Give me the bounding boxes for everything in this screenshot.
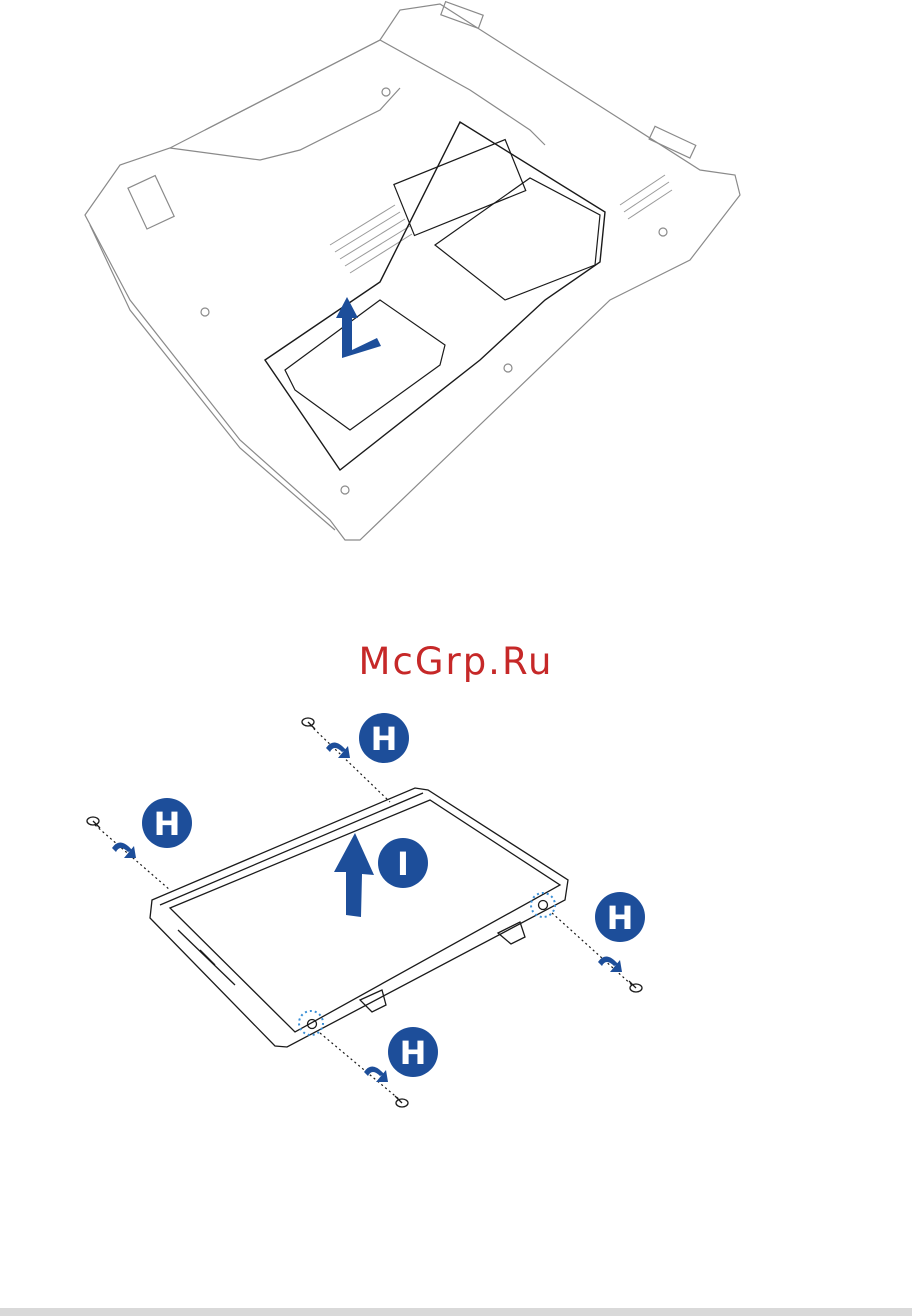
watermark-text: McGrp.Ru: [0, 640, 912, 683]
step-badge-h: H: [142, 798, 192, 848]
laptop-bottom-view: [85, 2, 740, 540]
hdd-caddy-drawing: [150, 788, 568, 1047]
svg-text:H: H: [400, 1034, 427, 1072]
rotate-arrow-icon: [112, 742, 622, 1082]
step-badge-h: H: [359, 713, 409, 763]
svg-text:H: H: [371, 720, 398, 758]
step-badge-h: H: [388, 1027, 438, 1077]
hole-callout: [531, 893, 555, 917]
svg-text:I: I: [397, 845, 409, 883]
step-badge-i: I: [378, 838, 428, 888]
screw-icon: [87, 718, 642, 1107]
svg-text:H: H: [154, 805, 181, 843]
up-arrow-icon: [334, 833, 374, 917]
up-arrow-icon: [336, 297, 381, 358]
footer-bar: [0, 1308, 912, 1316]
step-badge-h: H: [595, 892, 645, 942]
svg-text:H: H: [607, 899, 634, 937]
